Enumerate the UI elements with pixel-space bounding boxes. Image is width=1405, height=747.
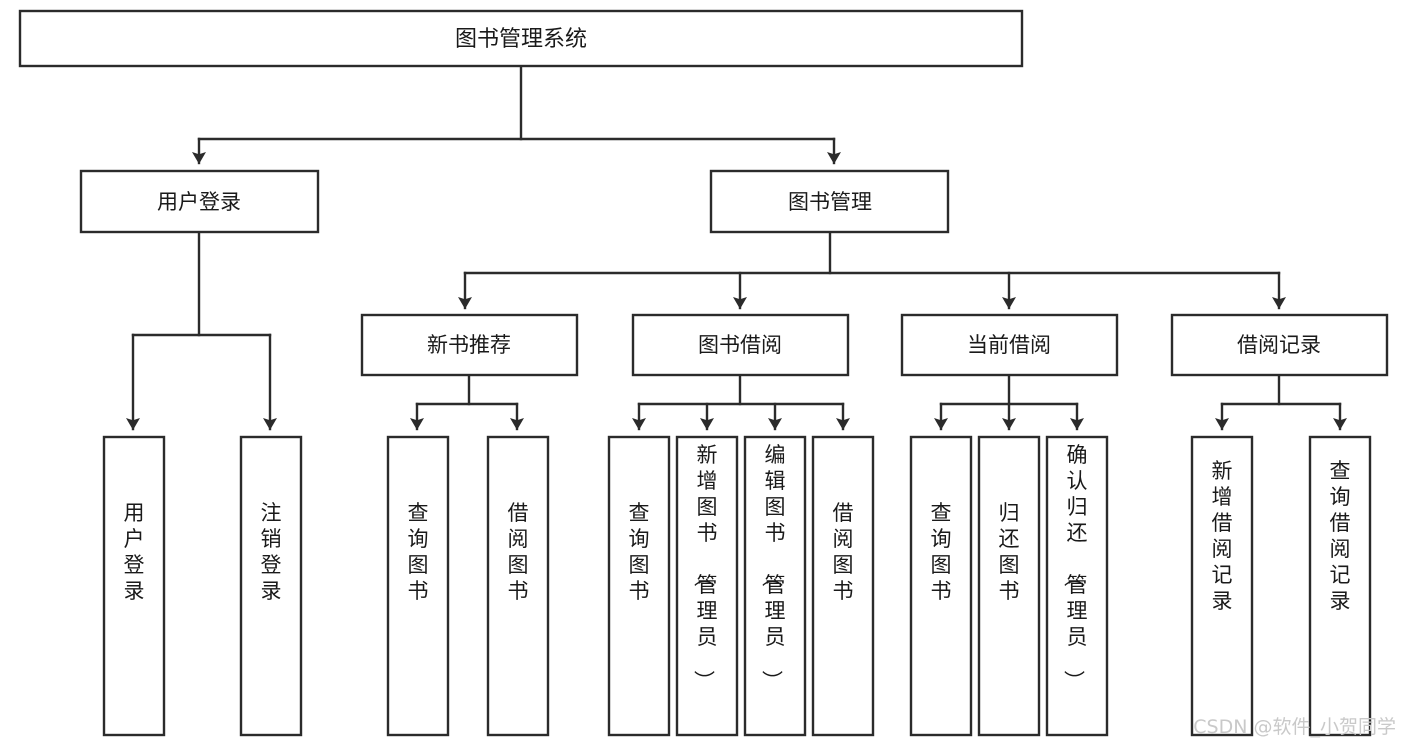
node-borrow-record-box[interactable] <box>1170 313 1389 377</box>
leaf-confirm-return-admin-box[interactable] <box>1045 435 1109 737</box>
leaf-query-book-newbook-label: 查询图书 <box>408 501 429 603</box>
leaf-add-borrow-record-label: 新增借阅记录 <box>1212 459 1233 613</box>
connector-bookborrow-to-leaves <box>632 373 850 431</box>
leaf-query-book-current[interactable]: 查询图书 <box>909 435 973 737</box>
leaf-query-borrow-record[interactable]: 查询借阅记录 <box>1308 435 1372 737</box>
node-new-book-recommend[interactable]: 新书推荐 <box>360 313 579 377</box>
connector-root-to-level2 <box>192 64 841 165</box>
csdn-watermark: CSDN @软件_小贺同学 <box>1193 716 1396 738</box>
node-book-management-label: 图书管理 <box>788 190 872 214</box>
leaf-query-borrow-record-label: 查询借阅记录 <box>1330 459 1351 613</box>
leaf-user-login-box[interactable] <box>102 435 166 737</box>
connector-currentborrow-to-leaves <box>934 373 1084 431</box>
node-current-borrow[interactable]: 当前借阅 <box>900 313 1119 377</box>
node-new-book-recommend-label: 新书推荐 <box>427 333 511 357</box>
leaf-borrow-book-borrow-box[interactable] <box>811 435 875 737</box>
leaf-borrow-book-borrow-label: 借阅图书 <box>833 501 854 603</box>
connector-bookmgmt-to-level3 <box>458 230 1286 310</box>
node-root-box[interactable] <box>18 9 1024 68</box>
leaf-confirm-return-admin-label: 确认归还（管理员） <box>1062 443 1088 691</box>
node-book-borrow[interactable]: 图书借阅 <box>631 313 850 377</box>
leaf-query-book-borrow[interactable]: 查询图书 <box>607 435 671 737</box>
leaf-edit-book-admin-box[interactable] <box>743 435 807 737</box>
node-user-login-label: 用户登录 <box>157 190 241 214</box>
leaf-query-book-newbook[interactable]: 查询图书 <box>386 435 450 737</box>
leaf-logout[interactable]: 注销登录 <box>239 435 303 737</box>
leaf-add-borrow-record-box[interactable] <box>1190 435 1254 737</box>
leaf-query-book-current-label: 查询图书 <box>931 501 952 603</box>
leaf-borrow-book-newbook-label: 借阅图书 <box>508 501 529 603</box>
node-user-login[interactable]: 用户登录 <box>79 169 320 234</box>
leaf-return-book[interactable]: 归还图书 <box>977 435 1041 737</box>
leaf-user-login-label: 用户登录 <box>124 501 145 603</box>
leaf-borrow-book-borrow[interactable]: 借阅图书 <box>811 435 875 737</box>
leaf-logout-label: 注销登录 <box>261 501 282 603</box>
connector-layer <box>126 64 1347 431</box>
node-root-book-management-system[interactable]: 图书管理系统 <box>18 9 1024 68</box>
node-current-borrow-label: 当前借阅 <box>967 333 1051 357</box>
leaf-query-borrow-record-box[interactable] <box>1308 435 1372 737</box>
leaf-add-book-admin-box[interactable] <box>675 435 739 737</box>
leaf-add-book-admin-label: 新增图书（管理员） <box>692 443 718 691</box>
connector-newbook-to-leaves <box>410 373 524 431</box>
node-book-borrow-label: 图书借阅 <box>698 333 782 357</box>
leaf-confirm-return-admin[interactable]: 确认归还（管理员） <box>1045 435 1109 737</box>
node-book-management[interactable]: 图书管理 <box>709 169 950 234</box>
node-borrow-record[interactable]: 借阅记录 <box>1170 313 1389 377</box>
node-book-management-box[interactable] <box>709 169 950 234</box>
leaf-query-book-borrow-label: 查询图书 <box>629 501 650 603</box>
leaf-logout-box[interactable] <box>239 435 303 737</box>
connector-borrowrecord-to-leaves <box>1215 373 1347 431</box>
leaf-return-book-label: 归还图书 <box>999 501 1020 603</box>
node-new-book-recommend-box[interactable] <box>360 313 579 377</box>
leaf-add-borrow-record[interactable]: 新增借阅记录 <box>1190 435 1254 737</box>
leaf-borrow-book-newbook-box[interactable] <box>486 435 550 737</box>
node-current-borrow-box[interactable] <box>900 313 1119 377</box>
node-borrow-record-label: 借阅记录 <box>1237 333 1321 357</box>
leaf-edit-book-admin-label: 编辑图书（管理员） <box>760 443 786 691</box>
leaf-borrow-book-newbook[interactable]: 借阅图书 <box>486 435 550 737</box>
leaf-return-book-box[interactable] <box>977 435 1041 737</box>
leaf-add-book-admin[interactable]: 新增图书（管理员） <box>675 435 739 737</box>
node-book-borrow-box[interactable] <box>631 313 850 377</box>
leaf-query-book-current-box[interactable] <box>909 435 973 737</box>
connector-userlogin-to-leaves <box>126 230 277 431</box>
node-root-label: 图书管理系统 <box>455 27 587 52</box>
leaf-query-book-borrow-box[interactable] <box>607 435 671 737</box>
leaf-query-book-newbook-box[interactable] <box>386 435 450 737</box>
leaf-edit-book-admin[interactable]: 编辑图书（管理员） <box>743 435 807 737</box>
leaf-user-login[interactable]: 用户登录 <box>102 435 166 737</box>
node-user-login-box[interactable] <box>79 169 320 234</box>
